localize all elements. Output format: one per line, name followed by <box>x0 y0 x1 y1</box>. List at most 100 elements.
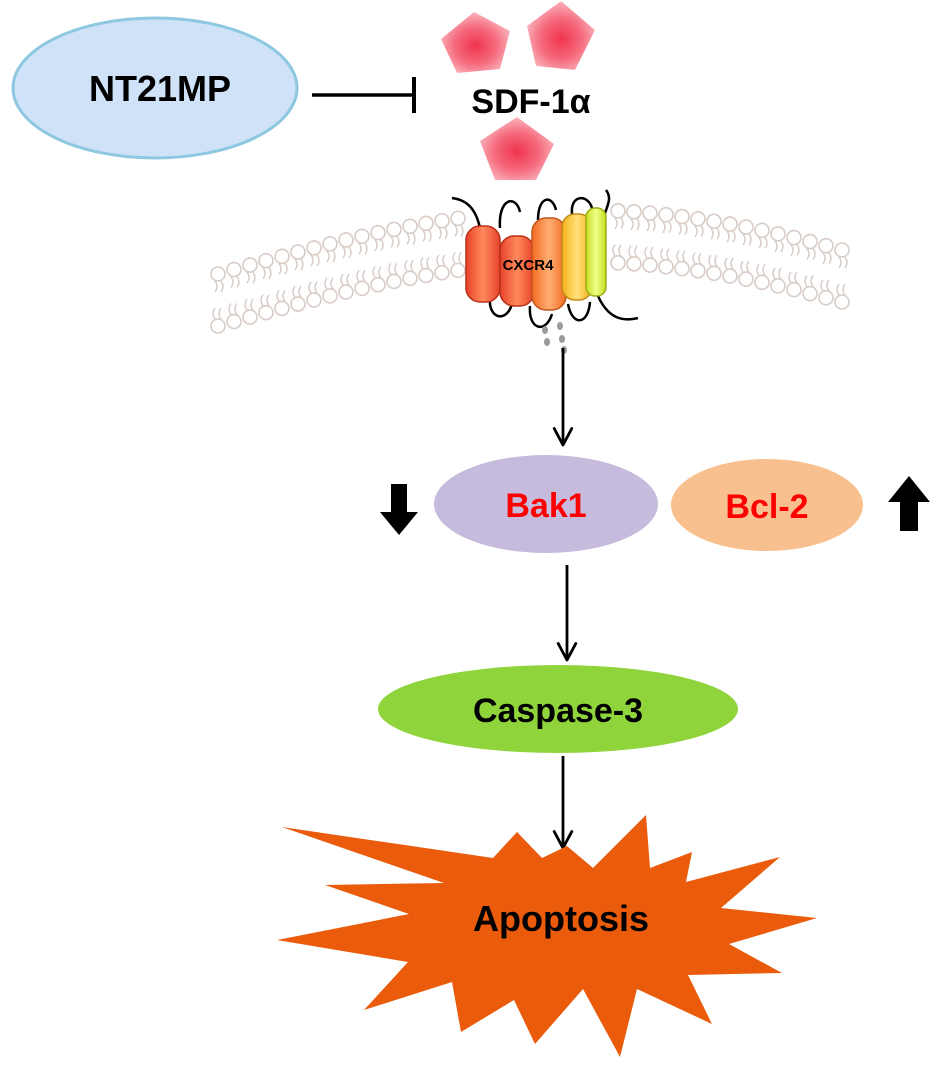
receptor-loop <box>536 198 558 221</box>
lipid-tail <box>726 230 730 243</box>
lipid-tail <box>748 233 752 246</box>
lipid-tail <box>356 269 360 282</box>
lipid-head <box>418 215 434 232</box>
apoptosis-label: Apoptosis <box>473 898 649 939</box>
lipid-tail <box>278 262 282 275</box>
lipid-head <box>754 222 770 239</box>
lipid-tail <box>442 254 446 267</box>
lipid-tail <box>700 225 704 238</box>
lipid-tail <box>388 262 392 275</box>
lipid-tail <box>404 259 408 272</box>
apoptosis-starburst <box>277 815 817 1057</box>
lipid-tail <box>348 246 352 259</box>
lipid-tail <box>844 256 848 269</box>
lipid-tail <box>438 227 442 240</box>
lipid-tail <box>410 259 414 272</box>
lipid-head <box>370 224 386 241</box>
lipid-head <box>338 232 354 248</box>
lipid-tail <box>716 227 720 240</box>
lipid-head <box>226 261 242 278</box>
lipid-tail <box>362 269 366 282</box>
lipid-tail <box>220 280 224 293</box>
lipid-tail <box>774 240 778 253</box>
lipid-head <box>722 268 738 284</box>
receptor-loop <box>566 301 592 322</box>
lipid-tail <box>266 294 270 307</box>
lipid-head <box>642 257 658 273</box>
lipid-tail <box>806 248 810 260</box>
lipid-head <box>258 304 274 321</box>
lipid-tail <box>714 254 718 267</box>
lipid-tail <box>340 273 344 286</box>
lipid-tail <box>646 219 650 232</box>
lipid-tail <box>444 227 448 240</box>
lipid-head <box>626 256 642 272</box>
lipid-tail <box>614 217 618 230</box>
lipid-tail <box>380 239 384 252</box>
bak1-ellipse <box>434 455 658 553</box>
lipid-tail <box>812 248 816 260</box>
lipid-head <box>770 226 786 242</box>
lipid-head <box>322 288 338 304</box>
lipid-tail <box>252 271 256 284</box>
lipid-tail <box>228 303 232 315</box>
lipid-head <box>210 318 226 334</box>
lipid-tail <box>612 244 616 257</box>
lipid-tail <box>412 232 416 245</box>
lipid-head <box>674 208 690 225</box>
lipid-tail <box>230 276 234 288</box>
lipid-head <box>706 265 722 282</box>
lipid-tail <box>676 250 680 263</box>
lipid-tail <box>764 236 768 249</box>
lipid-tail <box>358 242 362 255</box>
lipid-head <box>434 264 450 281</box>
lipid-tail <box>652 219 656 232</box>
lipid-tail <box>394 262 398 275</box>
lipid-tail <box>828 252 832 265</box>
lipid-tail <box>842 283 846 296</box>
down-arrow-icon <box>380 484 418 535</box>
lipid-tail <box>282 289 286 302</box>
lipid-tail <box>778 267 782 280</box>
lipid-head <box>290 244 306 260</box>
lipid-tail <box>742 233 746 246</box>
lipid-tail <box>452 251 456 264</box>
lipid-tail <box>668 221 672 234</box>
lipid-tail <box>650 246 654 259</box>
caspase3-ellipse <box>378 665 738 753</box>
lipid-tail <box>372 266 376 279</box>
lipid-head <box>370 276 386 293</box>
lipid-tail <box>762 263 766 276</box>
lipid-tail <box>326 250 330 263</box>
nt21mp-label: NT21MP <box>89 68 231 109</box>
lipid-tail <box>644 246 648 259</box>
lipid-tail <box>820 279 824 292</box>
lipid-tail <box>804 275 808 287</box>
lipid-tail <box>426 256 430 269</box>
lipid-tail <box>732 230 736 243</box>
lipid-tail <box>374 239 378 252</box>
lipid-tail <box>780 240 784 253</box>
cxcr4-label: CXCR4 <box>503 257 555 274</box>
lipid-tail <box>730 257 734 270</box>
lipid-tail <box>342 246 346 259</box>
bcl2-node: Bcl-2 <box>671 459 863 551</box>
ligand-pentagon <box>527 1 595 70</box>
lipid-tail <box>332 250 336 263</box>
lipid-tail <box>454 224 458 237</box>
lipid-head <box>386 273 402 290</box>
lipid-tail <box>794 271 798 284</box>
lipid-tail <box>236 276 240 288</box>
cxcr4-receptor: CXCR4 <box>451 189 639 354</box>
lipid-tail <box>822 252 826 265</box>
lipid-head <box>674 260 690 277</box>
lipid-head <box>354 228 370 245</box>
bcl2-label: Bcl-2 <box>725 488 808 526</box>
caspase3-label: Caspase-3 <box>473 692 643 730</box>
nt21mp-node: NT21MP <box>11 16 299 160</box>
lipid-head <box>226 313 242 330</box>
lipid-head <box>322 236 338 252</box>
receptor-loop <box>596 295 639 321</box>
